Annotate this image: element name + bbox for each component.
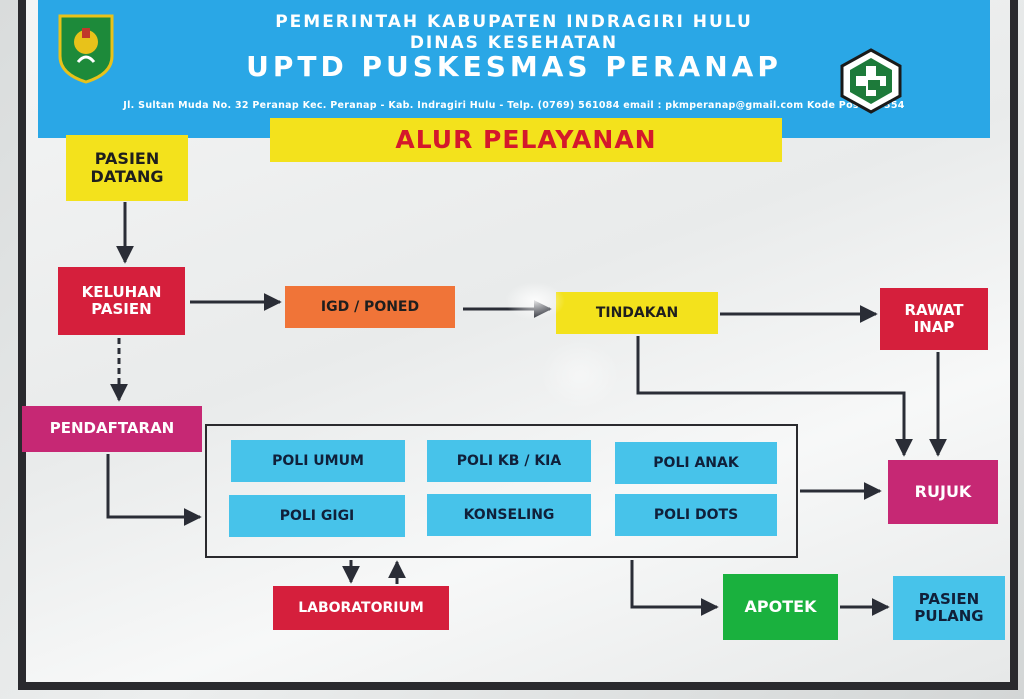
header-department: DINAS KESEHATAN <box>409 33 619 53</box>
node-poli-umum: POLI UMUM <box>231 440 405 482</box>
node-pasien-pulang: PASIEN PULANG <box>893 576 1005 640</box>
node-poli-dots: POLI DOTS <box>615 494 777 536</box>
node-keluhan-pasien: KELUHAN PASIEN <box>58 267 185 335</box>
node-apotek: APOTEK <box>723 574 838 640</box>
header-banner: PEMERINTAH KABUPATEN INDRAGIRI HULU DINA… <box>38 0 990 138</box>
header-government: PEMERINTAH KABUPATEN INDRAGIRI HULU <box>275 12 753 32</box>
page-title: ALUR PELAYANAN <box>270 118 782 162</box>
light-glare <box>540 340 620 410</box>
node-rujuk: RUJUK <box>888 460 998 524</box>
node-rawat-inap: RAWAT INAP <box>880 288 988 350</box>
node-konseling: KONSELING <box>427 494 591 536</box>
light-glare <box>505 282 565 320</box>
header-address: Jl. Sultan Muda No. 32 Peranap Kec. Pera… <box>123 100 905 111</box>
header-institution: UPTD PUSKESMAS PERANAP <box>246 50 782 83</box>
node-laboratorium: LABORATORIUM <box>273 586 449 630</box>
node-poli-gigi: POLI GIGI <box>229 495 405 537</box>
regency-crest-icon <box>58 14 114 84</box>
node-pendaftaran: PENDAFTARAN <box>22 406 202 452</box>
node-pasien-datang: PASIEN DATANG <box>66 135 188 201</box>
node-poli-anak: POLI ANAK <box>615 442 777 484</box>
node-tindakan: TINDAKAN <box>556 292 718 334</box>
puskesmas-house-cross-icon <box>840 48 902 114</box>
node-igd-poned: IGD / PONED <box>285 286 455 328</box>
poli-group <box>205 424 798 558</box>
node-poli-kb-kia: POLI KB / KIA <box>427 440 591 482</box>
